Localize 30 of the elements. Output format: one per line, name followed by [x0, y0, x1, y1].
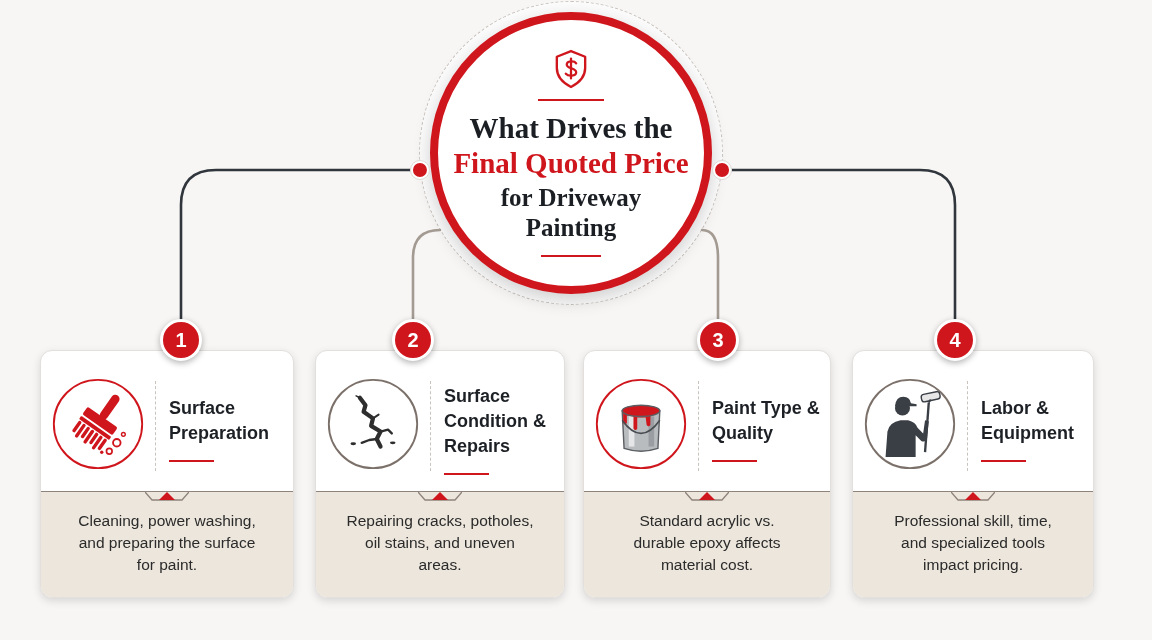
step-number: 3	[712, 330, 724, 350]
factor-card	[315, 350, 565, 598]
step-number: 1	[175, 330, 187, 350]
description-panel	[41, 491, 293, 597]
step-badge	[697, 319, 739, 361]
description-text: Cleaning, power washing, and preparing the surface for paint.	[77, 510, 257, 575]
description-panel	[316, 491, 564, 597]
step-number: 4	[949, 330, 961, 350]
description-text: Professional skill, time, and specialized tools impact pricing.	[893, 510, 1053, 575]
step-number: 2	[407, 330, 419, 350]
description-panel	[853, 491, 1093, 597]
description-text: Standard acrylic vs. durable epoxy affects material cost.	[632, 510, 782, 575]
connector-line	[411, 228, 442, 321]
step-badge	[934, 319, 976, 361]
title-text: for Driveway Painting	[499, 183, 643, 243]
card-heading: Paint Type & Quality	[712, 397, 821, 445]
factor-card	[583, 350, 831, 598]
step-badge	[392, 319, 434, 361]
description-panel	[584, 491, 830, 597]
description-text: Repairing cracks, potholes, oil stains, and uneven areas.	[345, 510, 535, 575]
title-text: What Drives the Final Quoted Price	[452, 111, 690, 181]
step-badge	[160, 319, 202, 361]
connector-line	[179, 160, 430, 321]
card-heading: Surface Condition & Repairs	[444, 384, 547, 458]
card-heading: Labor & Equipment	[981, 397, 1075, 445]
card-heading: Surface Preparation	[169, 397, 271, 445]
factor-card	[852, 350, 1094, 598]
factor-card	[40, 350, 294, 598]
connector-line	[700, 228, 720, 321]
connector-line	[712, 160, 957, 321]
